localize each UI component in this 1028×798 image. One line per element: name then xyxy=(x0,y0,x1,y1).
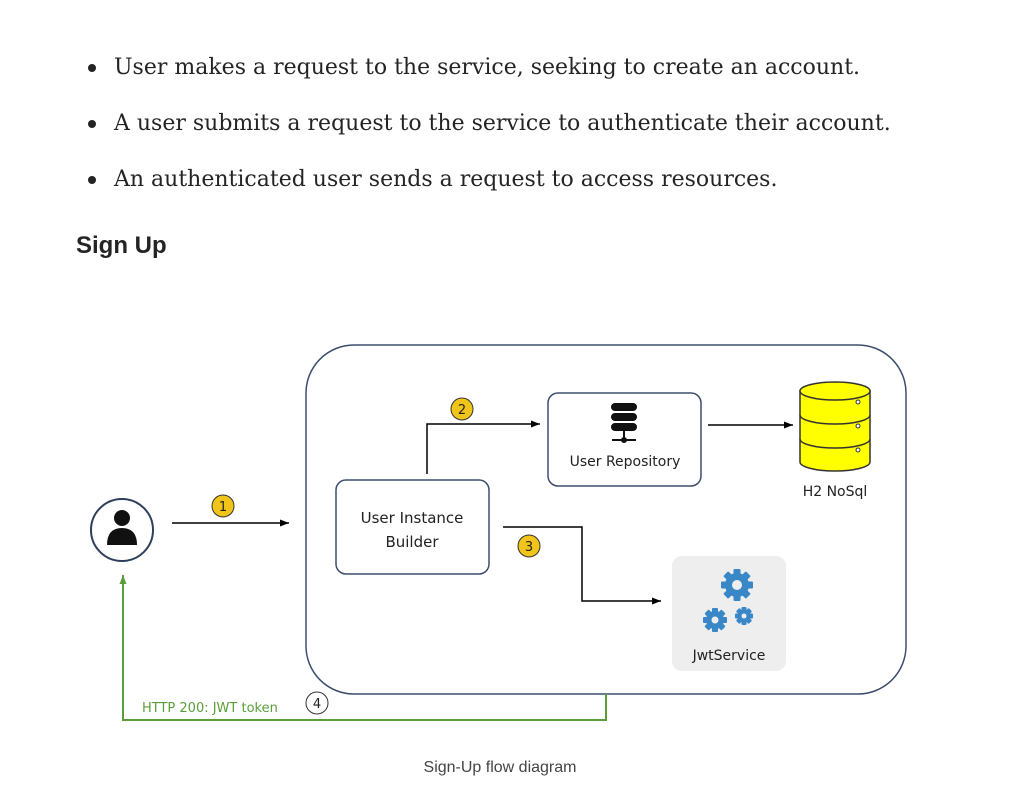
user-icon xyxy=(107,510,137,545)
builder-label-line1: User Instance xyxy=(361,509,464,527)
bullet-item: An authenticated user sends a request to… xyxy=(76,156,996,212)
svg-text:1: 1 xyxy=(219,500,227,515)
jwt-service-box xyxy=(672,556,786,671)
return-label: HTTP 200: JWT token xyxy=(142,701,278,716)
step-badge: 1 xyxy=(211,494,235,518)
bullet-item: User makes a request to the service, see… xyxy=(76,44,996,100)
section-heading: Sign Up xyxy=(76,232,167,259)
user-actor xyxy=(90,498,154,562)
builder-to-jwt-arrow xyxy=(503,526,661,605)
svg-text:3: 3 xyxy=(525,540,533,555)
jwt-label: JwtService xyxy=(692,648,766,664)
repository-label: User Repository xyxy=(570,454,681,470)
database-icon xyxy=(799,381,871,472)
builder-to-repository-arrow xyxy=(426,420,540,474)
step-badge: 2 xyxy=(450,397,474,421)
figure-caption: Sign-Up flow diagram xyxy=(423,759,577,776)
database-label: H2 NoSql xyxy=(803,484,868,500)
bullet-item: A user submits a request to the service … xyxy=(76,100,996,156)
user-instance-builder-box xyxy=(335,479,490,575)
svg-text:4: 4 xyxy=(313,697,321,712)
step-badge: 4 xyxy=(305,691,329,715)
gears-icon xyxy=(703,569,753,632)
step-badge: 3 xyxy=(517,534,541,558)
builder-label-line2: Builder xyxy=(385,533,439,551)
return-arrow xyxy=(119,575,607,721)
server-icon xyxy=(611,403,637,443)
bullet-list: User makes a request to the service, see… xyxy=(76,44,996,212)
svg-text:2: 2 xyxy=(458,403,466,418)
